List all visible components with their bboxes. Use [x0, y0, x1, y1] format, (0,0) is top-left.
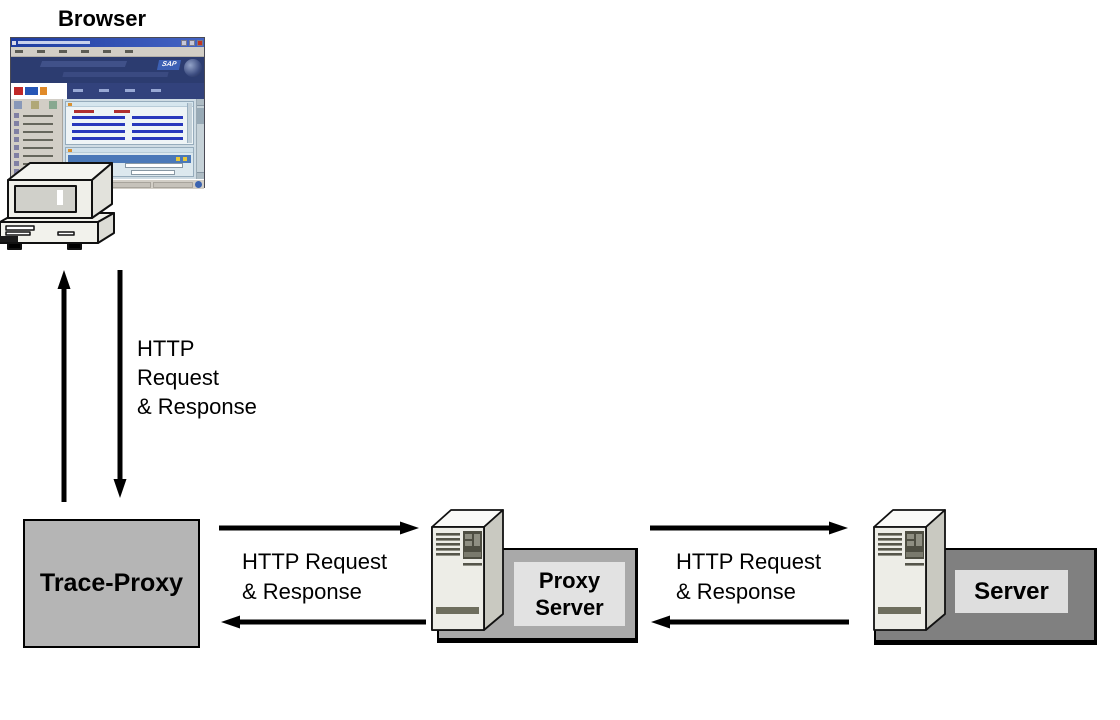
content-frame-top	[65, 101, 194, 145]
window-title-text	[18, 41, 90, 44]
server-tower-icon	[873, 509, 946, 631]
tree-toolbar-icon	[49, 101, 57, 109]
section-title-bar	[68, 155, 191, 163]
server-label-plate: Server	[955, 570, 1068, 613]
link-list	[132, 116, 183, 141]
tree-toolbar-icon	[31, 101, 39, 109]
arrow-trace-to-proxy	[219, 521, 419, 535]
arrow-proxy-to-trace	[221, 615, 426, 629]
scroll-thumb	[197, 108, 204, 124]
browser-scrollbar	[196, 99, 204, 179]
frame-marker	[68, 103, 72, 106]
window-icon	[12, 40, 16, 45]
close-button	[197, 39, 203, 46]
maximize-button	[189, 39, 195, 46]
proxy-server-label: Proxy	[538, 568, 601, 593]
link-list	[72, 116, 126, 141]
proxy-server-label-plate: Proxy Server	[514, 562, 625, 626]
frame-header	[66, 148, 193, 153]
arrow-browser-to-trace	[113, 270, 127, 498]
mysap-logo	[11, 87, 67, 95]
tree-toolbar-icon	[14, 101, 22, 109]
status-globe-icon	[195, 181, 202, 188]
arrow-proxy-to-server	[650, 521, 848, 535]
globe-image	[184, 59, 202, 77]
banner-texture	[39, 61, 128, 67]
form-field	[125, 163, 183, 168]
http-label-browser-trace: HTTP Request & Response	[137, 334, 257, 421]
scroll-up-arrow	[197, 99, 204, 106]
logo-block-red	[14, 87, 23, 95]
label-line: HTTP Request	[242, 549, 388, 574]
arrow-trace-to-browser	[57, 270, 71, 502]
column-heading	[114, 110, 130, 113]
proxy-server-tower-icon	[431, 509, 504, 631]
http-label-trace-proxy: HTTP Request & Response	[242, 547, 387, 607]
arrow-server-to-proxy	[651, 615, 849, 629]
bar-icon	[176, 157, 180, 161]
http-label-proxy-server: HTTP Request & Response	[676, 547, 821, 607]
browser-toolbar	[11, 83, 204, 99]
browser-menubar	[11, 47, 204, 57]
label-line: & Response	[676, 579, 796, 604]
sap-logo: SAP	[156, 60, 182, 70]
label-line: Request	[137, 365, 219, 390]
address-strip	[67, 83, 204, 99]
label-line: & Response	[242, 579, 362, 604]
frame-scrollbar	[187, 103, 192, 143]
browser-label: Browser	[58, 6, 147, 31]
bar-icon	[183, 157, 187, 161]
banner-texture	[62, 72, 169, 77]
frame-marker	[68, 149, 72, 152]
column-heading	[74, 110, 94, 113]
form-field	[131, 170, 175, 175]
minimize-button	[181, 39, 187, 46]
frame-header	[66, 102, 193, 107]
status-segment	[153, 181, 193, 188]
label-line: HTTP	[137, 336, 195, 361]
label-line: & Response	[137, 394, 257, 419]
scroll-down-arrow	[197, 172, 204, 179]
server-label: Server	[974, 577, 1049, 605]
logo-block-blue	[25, 87, 38, 95]
trace-proxy-node: Trace-Proxy	[23, 519, 200, 648]
trace-proxy-label: Trace-Proxy	[39, 569, 184, 597]
client-computer-icon	[0, 162, 115, 250]
label-line: HTTP Request	[676, 549, 822, 574]
logo-block-orange	[40, 87, 47, 95]
proxy-server-label: Server	[535, 595, 604, 620]
browser-banner: SAP	[11, 57, 204, 83]
browser-titlebar	[11, 38, 204, 47]
